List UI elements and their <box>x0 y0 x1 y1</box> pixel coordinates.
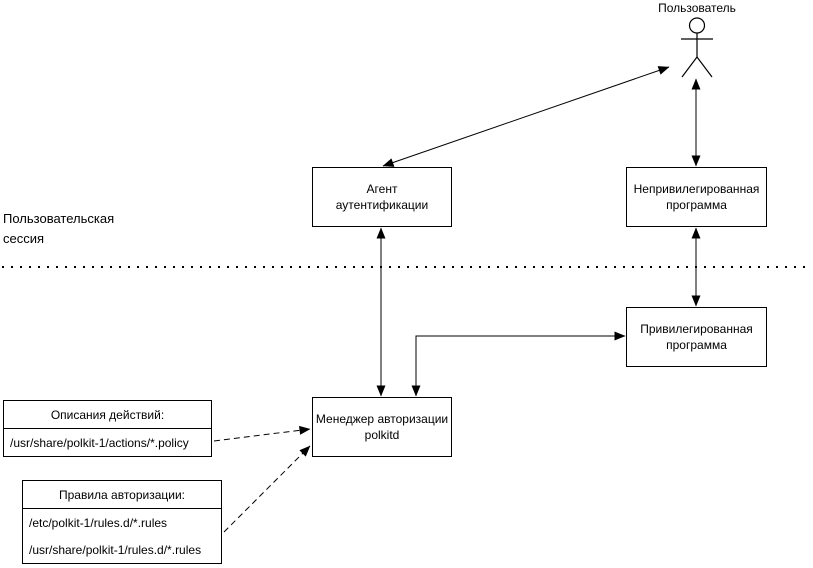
arrow-polkitd-privileged <box>411 331 626 397</box>
dashed-arrow-rules-polkitd <box>223 445 311 533</box>
action-descriptions-path: /usr/share/polkit-1/actions/*.policy <box>10 435 189 450</box>
box-unprivileged-program: Непривилегированная программа <box>626 167 767 227</box>
auth-rules-path-usr: /usr/share/polkit-1/rules.d/*.rules <box>29 542 202 557</box>
dashed-arrow-actions-polkitd <box>213 425 311 442</box>
box-polkitd: Менеджер авторизации polkitd <box>312 397 452 457</box>
user-actor-icon <box>681 17 713 78</box>
auth-rules-path-etc: /etc/polkit-1/rules.d/*.rules <box>29 515 168 530</box>
box-privileged-program: Привилегированная программа <box>626 307 767 367</box>
auth-rules-title: Правила авторизации: <box>23 481 221 509</box>
box-auth-rules: Правила авторизации: /etc/polkit-1/rules… <box>22 480 222 564</box>
box-auth-agent: Агент аутентификации <box>312 167 452 227</box>
arrow-auth-agent-user <box>382 66 670 167</box>
session-label: Пользовательская сессия <box>3 211 115 246</box>
action-descriptions-title: Описания действий: <box>4 401 211 429</box>
box-action-descriptions: Описания действий: /usr/share/polkit-1/a… <box>3 400 212 457</box>
user-actor-label: Пользователь <box>658 1 736 15</box>
